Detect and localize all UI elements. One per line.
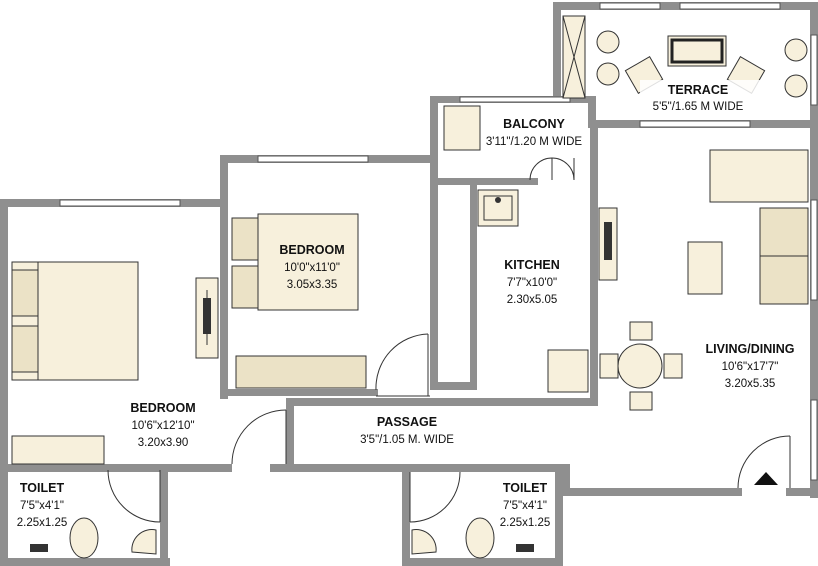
label-terrace: TERRACE 5'5"/1.65 M WIDE [640,80,760,116]
bedroom1-furniture [11,261,139,465]
bedroom2-dim-ft: 10'0"x11'0" [284,262,340,274]
kitchen-dim-ft: 7'7"x10'0" [507,277,557,289]
balcony-name: BALCONY [503,117,565,131]
label-living: LIVING/DINING 10'6"x17'7" 3.20x5.35 [706,342,795,390]
passage-dim: 3'5"/1.05 M. WIDE [360,434,454,446]
toilet2-fixtures [411,517,534,559]
terrace-dim: 5'5"/1.65 M WIDE [653,101,744,113]
terrace-name: TERRACE [668,83,728,97]
balcony-dim: 3'11"/1.20 M WIDE [486,136,583,148]
living-dim-m: 3.20x5.35 [725,378,776,390]
living-name: LIVING/DINING [706,342,795,356]
label-bedroom2: BEDROOM 10'0"x11'0" 3.05x3.35 [279,243,344,291]
toilet2-name: TOILET [503,481,548,495]
bedroom2-name: BEDROOM [279,243,344,257]
doors [107,157,791,523]
kitchen-name: KITCHEN [504,258,560,272]
living-dim-ft: 10'6"x17'7" [722,361,779,373]
kitchen-dim-m: 2.30x5.05 [507,294,558,306]
bedroom1-dim-ft: 10'6"x12'10" [131,420,194,432]
label-passage: PASSAGE 3'5"/1.05 M. WIDE [360,415,454,446]
entrance-arrow-icon [754,472,778,485]
bedroom1-dim-m: 3.20x3.90 [138,437,189,449]
toilet1-dim-ft: 7'5"x4'1" [20,500,64,512]
kitchen-furniture [477,189,589,393]
label-kitchen: KITCHEN 7'7"x10'0" 2.30x5.05 [504,258,560,306]
label-balcony: BALCONY 3'11"/1.20 M WIDE [486,117,583,148]
windows [59,2,818,481]
toilet2-dim-ft: 7'5"x4'1" [503,500,547,512]
toilet1-dim-m: 2.25x1.25 [17,517,68,529]
bedroom2-dim-m: 3.05x3.35 [287,279,338,291]
living-furniture [598,149,809,411]
toilet2-dim-m: 2.25x1.25 [500,517,551,529]
terrace-furniture [562,15,808,99]
label-toilet1: TOILET 7'5"x4'1" 2.25x1.25 [17,481,68,529]
passage-name: PASSAGE [377,415,437,429]
label-bedroom1: BEDROOM 10'6"x12'10" 3.20x3.90 [130,401,195,449]
bedroom1-name: BEDROOM [130,401,195,415]
bedroom2-furniture [195,213,367,389]
toilet1-fixtures [30,517,157,559]
label-toilet2: TOILET 7'5"x4'1" 2.25x1.25 [500,481,551,529]
toilet1-name: TOILET [20,481,65,495]
balcony-storage [443,105,481,151]
